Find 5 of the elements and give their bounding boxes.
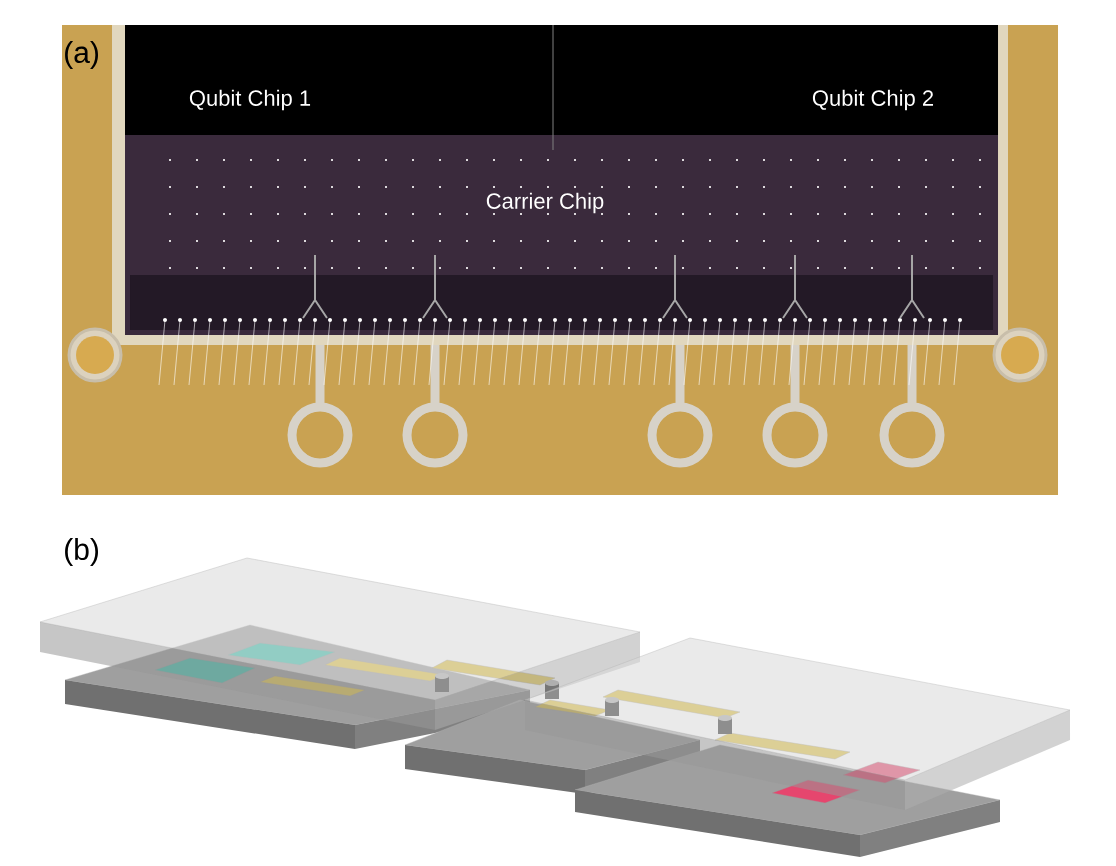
panel-label: (b) (65, 538, 98, 566)
chip-label: Carrier Chip (486, 192, 604, 214)
chip-label: Qubit Chip 1 (189, 89, 311, 111)
panel-label: (a) (65, 41, 98, 69)
chip-label: Qubit Chip 2 (812, 89, 933, 111)
